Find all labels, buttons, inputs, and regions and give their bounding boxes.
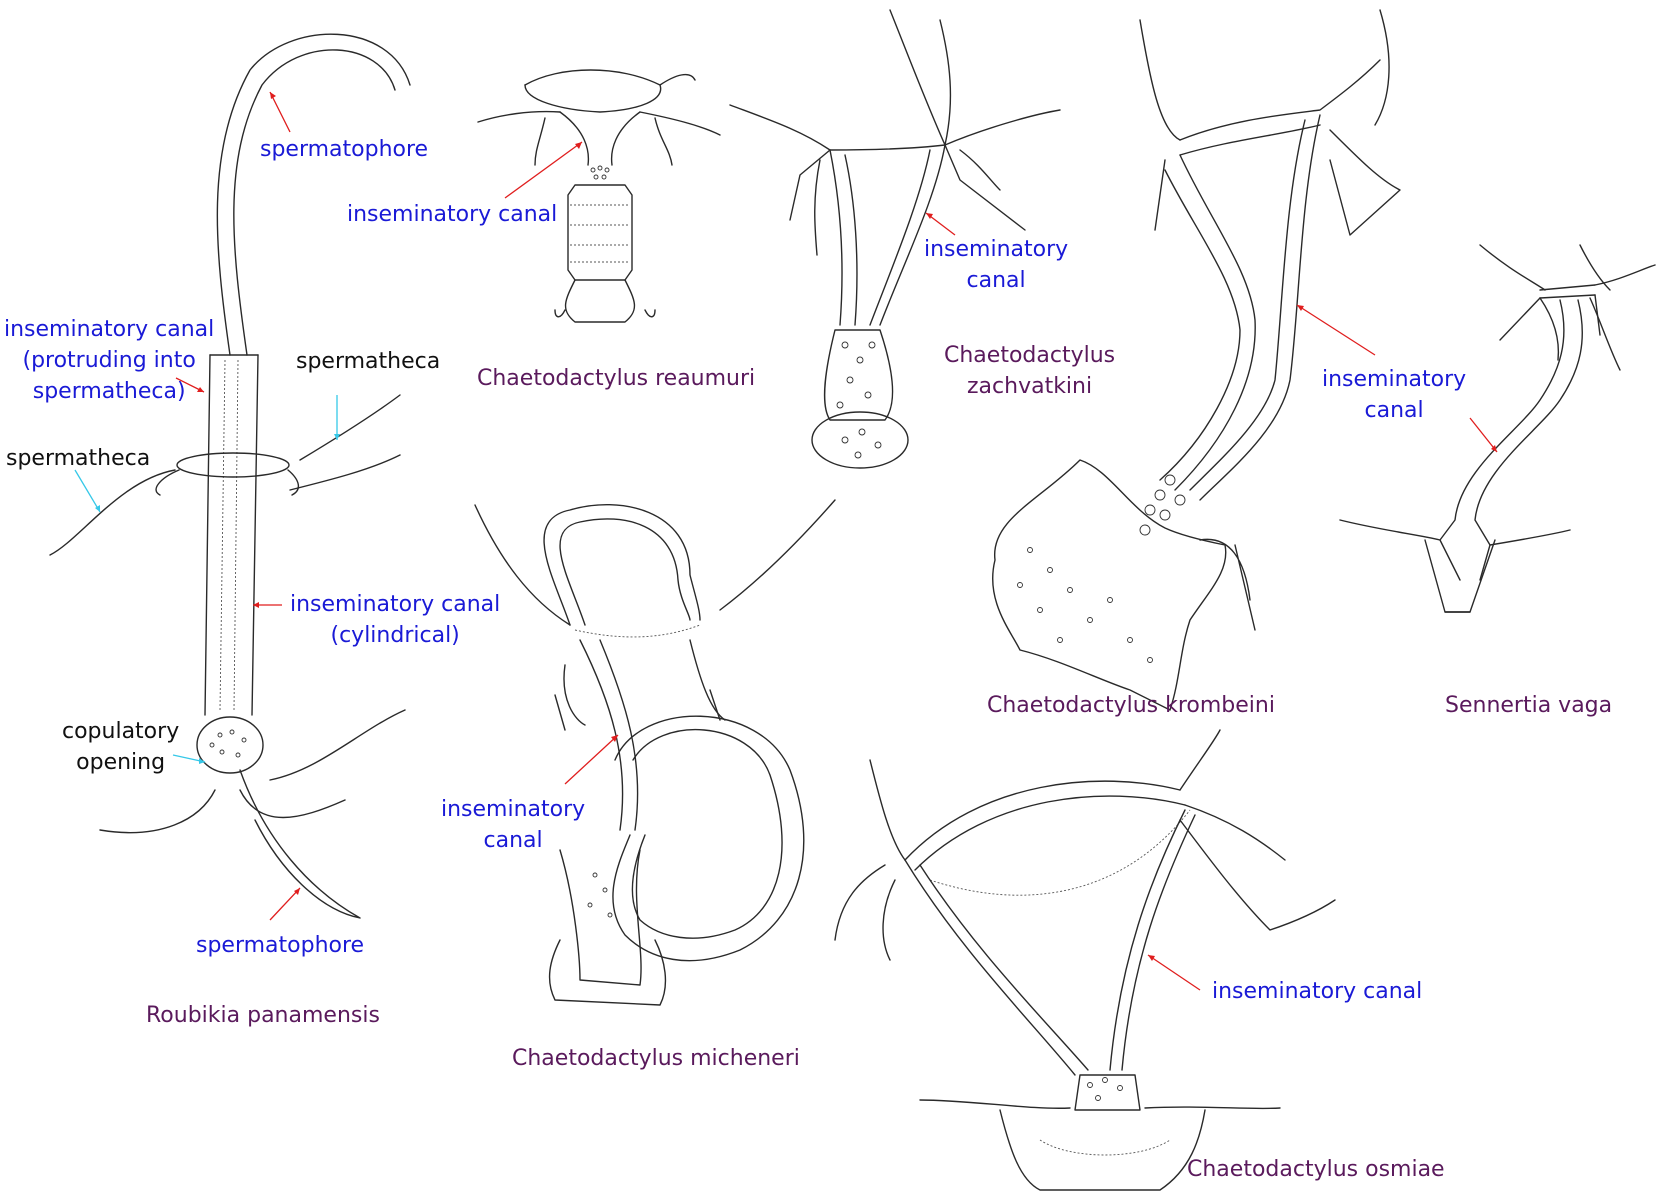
roubikia-spermatheca-left-label: spermatheca xyxy=(6,446,151,471)
roubikia-spermatheca-right-label: spermatheca xyxy=(296,349,441,374)
micheneri-canal-label: inseminatory canal xyxy=(441,797,586,853)
species-chaetodactylus-micheneri: Chaetodactylus micheneri xyxy=(512,1046,800,1071)
zachvatkini-drawing xyxy=(729,9,1061,469)
species-chaetodactylus-osmiae: Chaetodactylus osmiae xyxy=(1187,1157,1445,1182)
reaumuri-canal-label: inseminatory canal xyxy=(347,202,558,227)
species-roubikia-panamensis: Roubikia panamensis xyxy=(146,1003,380,1028)
roubikia-copulatory-opening-label: copulatory opening xyxy=(62,719,180,775)
species-chaetodactylus-reaumuri: Chaetodactylus reaumuri xyxy=(477,366,756,391)
micheneri-drawing xyxy=(474,499,836,1006)
roubikia-spermatophore-top-label: spermatophore xyxy=(260,137,429,162)
species-sennertia-vaga: Sennertia vaga xyxy=(1445,693,1613,718)
roubikia-canal-cylindrical-label: inseminatory canal (cylindrical) xyxy=(290,592,501,648)
roubikia-canal-protruding-label: inseminatory canal (protruding into sper… xyxy=(4,317,215,404)
sennertia-drawing xyxy=(1339,244,1656,613)
krombeini-drawing xyxy=(992,9,1401,711)
roubikia-spermatophore-bottom-label: spermatophore xyxy=(196,933,365,958)
osmiae-canal-label: inseminatory canal xyxy=(1212,979,1423,1004)
species-chaetodactylus-krombeini: Chaetodactylus krombeini xyxy=(987,693,1275,718)
roubikia-drawing xyxy=(49,33,411,921)
osmiae-drawing xyxy=(834,729,1336,1191)
krombeini-canal-label: inseminatory canal xyxy=(1322,367,1467,423)
reaumuri-drawing xyxy=(477,69,721,323)
species-chaetodactylus-zachvatkini: Chaetodactylus zachvatkini xyxy=(944,343,1116,399)
zachvatkini-canal-label: inseminatory canal xyxy=(924,237,1069,293)
